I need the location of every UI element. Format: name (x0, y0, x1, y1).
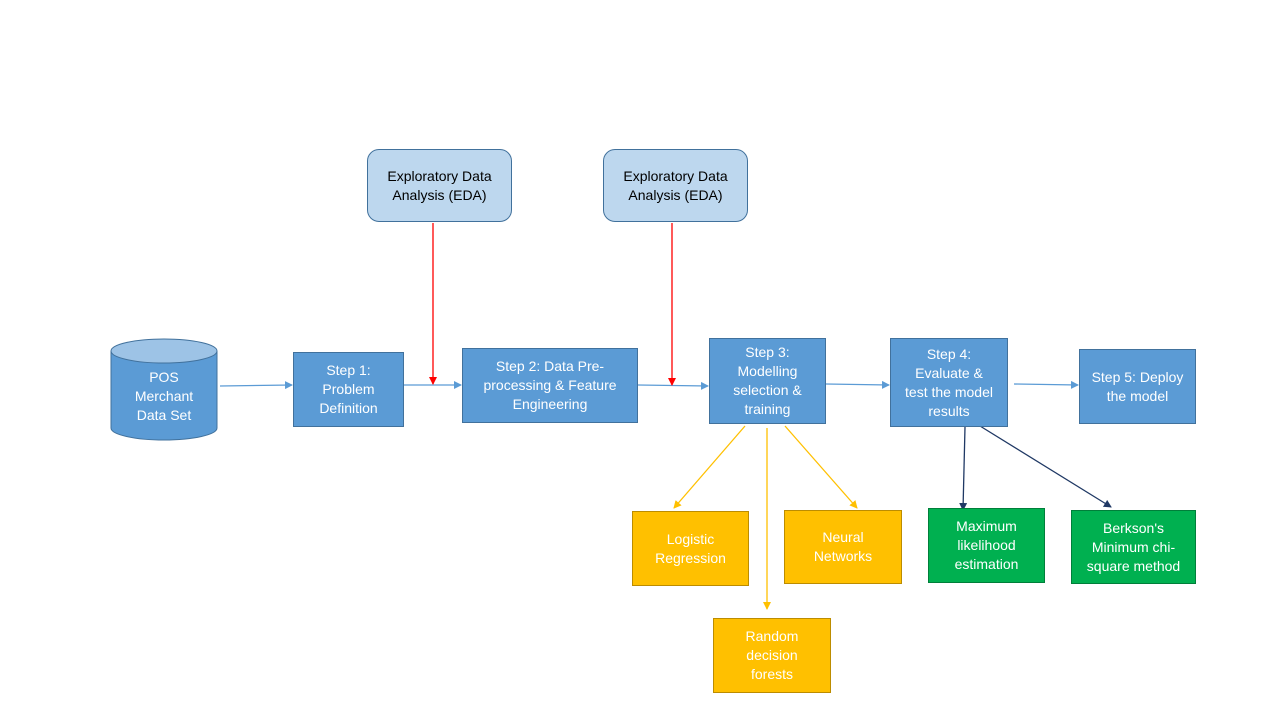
eda-box-2: Exploratory Data Analysis (EDA) (603, 149, 748, 222)
data-cylinder-shape (110, 338, 218, 441)
arrow-step3-to-step4 (825, 380, 890, 389)
berkson-chi-square-box: Berkson's Minimum chi- square method (1071, 510, 1196, 584)
step4-evaluate-test: Step 4: Evaluate & test the model result… (890, 338, 1008, 427)
arrow-step2-to-step3 (637, 381, 709, 390)
pos-merchant-data-set: POS Merchant Data Set (134, 368, 194, 423)
maximum-likelihood-box: Maximum likelihood estimation (928, 508, 1045, 583)
arrow-step4-to-berkson (979, 425, 1112, 508)
eda-box-1: Exploratory Data Analysis (EDA) (367, 149, 512, 222)
arrow-step4-to-mle (959, 426, 968, 511)
arrow-step3-to-neural (784, 425, 858, 509)
arrow-step3-to-logistic (673, 425, 746, 509)
step3-modelling-selection: Step 3: Modelling selection & training (709, 338, 826, 424)
logistic-regression-box: Logistic Regression (632, 511, 749, 586)
random-decision-forests-box: Random decision forests (713, 618, 831, 693)
step2-data-preprocessing: Step 2: Data Pre- processing & Feature E… (462, 348, 638, 423)
neural-networks-box: Neural Networks (784, 510, 902, 584)
step1-problem-definition: Step 1: Problem Definition (293, 352, 404, 427)
step5-deploy-model: Step 5: Deploy the model (1079, 349, 1196, 424)
arrow-data-to-step1 (219, 381, 293, 390)
arrow-step4-to-step5 (1013, 380, 1079, 389)
